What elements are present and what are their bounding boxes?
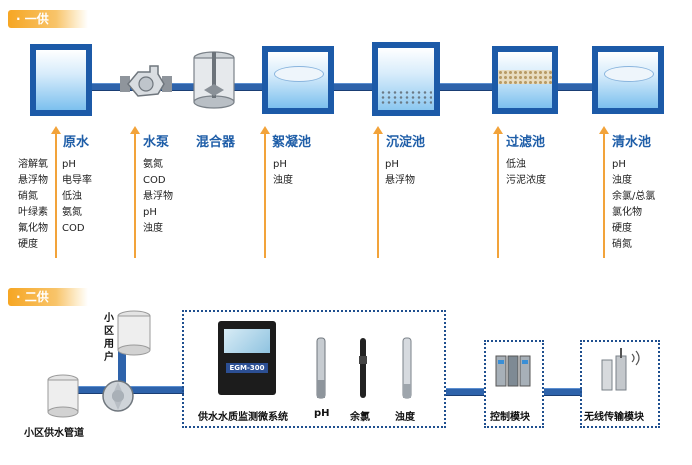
ph-sensor-label: pH — [314, 408, 330, 419]
stage-label-flocculation: 絮凝池 — [272, 135, 312, 150]
param-item: 悬浮物 — [143, 191, 173, 202]
param-list-pump: 氨氮 COD 悬浮物 pH 浊度 — [143, 157, 173, 237]
stage-label-sedimentation: 沉淀池 — [386, 135, 426, 150]
param-item: 悬浮物 — [18, 175, 48, 186]
param-item: 溶解氧 — [18, 159, 48, 170]
main-water-pipe — [60, 83, 660, 91]
param-item: 硬度 — [18, 239, 38, 250]
monitor-screen — [224, 329, 270, 353]
community-pipe-vertical — [118, 345, 126, 395]
param-item: pH — [273, 159, 287, 170]
stage-label-raw-water: 原水 — [63, 135, 90, 150]
param-item: 硬度 — [612, 223, 632, 234]
param-list-raw-water-col1: 溶解氧 悬浮物 硝氮 叶绿素 氟化物 硬度 — [18, 157, 48, 253]
stage-arrow-filter — [493, 126, 503, 258]
param-item: 电导率 — [62, 175, 92, 186]
wireless-module-box — [580, 340, 660, 428]
stage-label-pump: 水泵 — [143, 135, 170, 150]
param-item: 氯化物 — [612, 207, 642, 218]
param-item: 硝氮 — [612, 239, 632, 250]
param-item: 浊度 — [273, 175, 293, 186]
community-pipe-tank-icon — [47, 374, 79, 418]
param-item: pH — [612, 159, 626, 170]
flocculation-tank — [262, 46, 334, 114]
param-item: 浊度 — [612, 175, 632, 186]
wireless-module-icon — [601, 348, 640, 391]
param-item: 氟化物 — [18, 223, 48, 234]
param-item: 浊度 — [143, 223, 163, 234]
connector-pipe-2 — [544, 388, 582, 396]
community-user-label: 小区 用户 — [104, 313, 114, 363]
section-tag-primary-supply: · 一供 — [8, 10, 88, 28]
community-user-tank-icon — [117, 310, 151, 356]
param-item: 氨氮 — [62, 207, 82, 218]
param-list-filter: 低浊 污泥浓度 — [506, 157, 546, 189]
wireless-module-label: 无线传输模块 — [584, 412, 644, 423]
param-item: 余氯/总氯 — [612, 191, 656, 202]
raw-water-tank — [30, 44, 92, 116]
param-item: pH — [385, 159, 399, 170]
param-list-flocculation: pH 浊度 — [273, 157, 293, 189]
monitoring-system-box — [182, 310, 446, 428]
param-item: 叶绿素 — [18, 207, 48, 218]
community-pipe-label: 小区供水管道 — [24, 428, 84, 439]
param-item: 低浊 — [506, 159, 526, 170]
section-tag-secondary-supply: · 二供 — [8, 288, 88, 306]
stage-arrow-pump — [130, 126, 140, 258]
water-pump-icon — [120, 65, 172, 97]
chlorine-sensor-label: 余氯 — [350, 412, 370, 423]
param-item: pH — [62, 159, 76, 170]
param-item: 污泥浓度 — [506, 175, 546, 186]
device-model-label: EGM-300 — [226, 363, 268, 373]
connector-pipe-1 — [446, 388, 484, 396]
mixer-icon — [193, 51, 235, 109]
ph-sensor-icon — [316, 337, 326, 399]
clear-water-tank — [592, 46, 664, 114]
param-list-sedimentation: pH 悬浮物 — [385, 157, 415, 189]
stage-arrow-clear-water — [599, 126, 609, 258]
stage-label-clear-water: 清水池 — [612, 135, 652, 150]
control-module-box — [484, 340, 544, 428]
param-list-raw-water-col2: pH 电导率 低浊 氨氮 COD — [62, 157, 92, 237]
filter-tank — [492, 46, 558, 114]
control-module-icon — [495, 355, 531, 387]
param-item: COD — [143, 175, 166, 186]
stage-label-mixer: 混合器 — [196, 135, 236, 150]
param-item: 氨氮 — [143, 159, 163, 170]
stage-arrow-sedimentation — [373, 126, 383, 258]
param-item: COD — [62, 223, 85, 234]
stage-arrow-flocculation — [260, 126, 270, 258]
param-item: 悬浮物 — [385, 175, 415, 186]
turbidity-sensor-label: 浊度 — [395, 412, 415, 423]
stage-arrow-raw-water — [51, 126, 61, 258]
monitor-system-caption: 供水水质监测微系统 — [198, 412, 288, 423]
param-item: pH — [143, 207, 157, 218]
control-module-label: 控制模块 — [490, 412, 530, 423]
stage-label-filter: 过滤池 — [506, 135, 546, 150]
sedimentation-tank — [372, 42, 440, 116]
booster-pump-icon — [102, 380, 134, 412]
param-item: 低浊 — [62, 191, 82, 202]
param-list-clear-water: pH 浊度 余氯/总氯 氯化物 硬度 硝氮 — [612, 157, 655, 253]
chlorine-sensor-icon — [359, 338, 367, 398]
monitor-device: EGM-300 — [218, 321, 276, 395]
turbidity-sensor-icon — [402, 337, 412, 399]
param-item: 硝氮 — [18, 191, 38, 202]
